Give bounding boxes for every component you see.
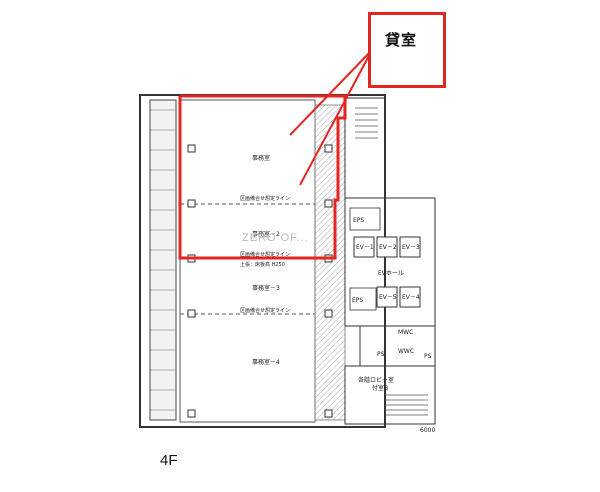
watermark: ZERO OF... (242, 232, 309, 244)
eps-room-2 (349, 287, 377, 311)
room-label-1: 事務室 (252, 154, 270, 162)
dimension-bottom: 6000 (420, 427, 435, 434)
ev-label-1: EV－1 (356, 244, 374, 251)
lobby-block (344, 365, 436, 425)
wc-label-2: WWC (398, 348, 414, 355)
partition-label-3: 区画備合せ想定ライン (240, 307, 290, 314)
balcony-strip (149, 99, 177, 421)
stair-core (344, 97, 386, 199)
eps-label-2: EPS (352, 297, 363, 304)
floor-label: 4F (160, 452, 178, 469)
ev-label-2: EV－2 (379, 244, 397, 251)
wc-label-1: MWC (398, 329, 413, 336)
callout-leader-1 (299, 49, 373, 186)
room-label-2: 事務室－2 (252, 230, 280, 238)
partition-label-1: 区画備合せ想定ライン (240, 195, 290, 202)
lobby-label-2: 付室B (372, 384, 388, 392)
callout-label: 貸室 (385, 31, 418, 49)
ev-label-3: EV－3 (402, 244, 420, 251)
ps-label-1: PS (377, 351, 385, 358)
room-label-3: 事務室－3 (252, 284, 280, 292)
lobby-label-1: 各階ロビー室 (358, 376, 394, 384)
leased-area-highlight (178, 94, 347, 260)
columns (187, 144, 333, 418)
callout-leader-2 (289, 49, 373, 136)
partition-label-2: 区画備合せ想定ライン (240, 251, 290, 258)
eps-label-1: EPS (353, 217, 364, 224)
ev-label-6: EV－4 (402, 294, 420, 301)
elevator-shafts (353, 236, 421, 308)
callout-box: 貸室 (368, 12, 446, 88)
ev-hall-label: EVホール (378, 270, 404, 277)
building-outline (139, 94, 386, 428)
lobby-stair (385, 394, 428, 416)
ps-label-2: PS (424, 353, 432, 360)
ev-label-5: EV－5 (379, 294, 397, 301)
room-label-4: 事務室－4 (252, 358, 280, 366)
balcony-ticks (150, 109, 176, 411)
eps-room-1 (349, 207, 381, 231)
stair-treads (355, 107, 378, 139)
office-area (179, 99, 316, 423)
ceiling-note: 上張：床板高 H250 (240, 261, 285, 268)
